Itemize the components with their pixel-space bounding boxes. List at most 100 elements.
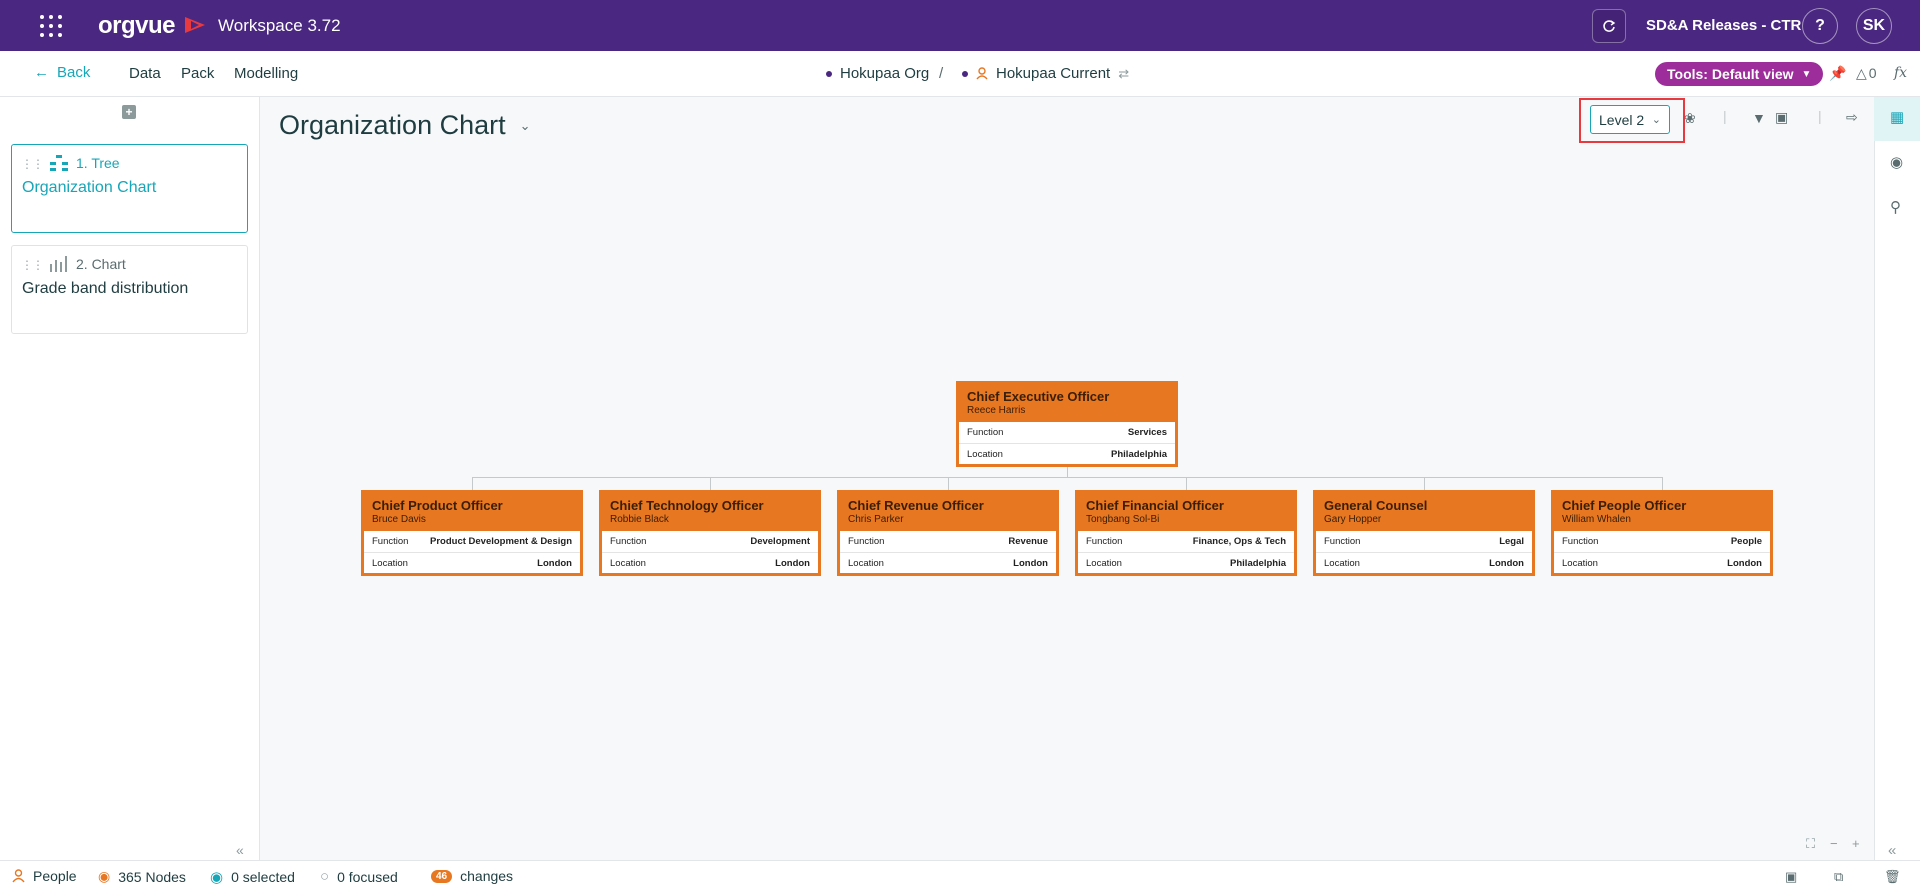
org-node-person: Gary Hopper: [1324, 514, 1382, 525]
person-icon: [976, 67, 988, 80]
location-label: Location: [610, 557, 646, 569]
nav-data[interactable]: Data: [129, 65, 161, 82]
breadcrumb-org[interactable]: Hokupaa Org: [826, 65, 929, 82]
chevron-down-icon: ▼: [1801, 68, 1812, 80]
sync-button[interactable]: [1592, 9, 1626, 43]
org-node-person: Bruce Davis: [372, 514, 426, 525]
dataset-dot-icon: [826, 70, 832, 77]
org-connector-line: [472, 477, 473, 490]
back-label: Back: [57, 64, 91, 81]
tools-view-label: Tools: Default view: [1667, 66, 1794, 82]
org-node-title: General Counsel: [1324, 498, 1428, 513]
swap-icon[interactable]: ⇄: [1118, 65, 1130, 81]
view-name: Grade band distribution: [22, 280, 189, 297]
add-view-button[interactable]: +: [122, 105, 136, 119]
toolbar-divider: |: [1818, 108, 1822, 124]
status-focused[interactable]: ○ 0 focused: [320, 868, 398, 885]
location-label: Location: [1324, 557, 1360, 569]
org-node-person: William Whalen: [1562, 514, 1631, 525]
tools-view-dropdown[interactable]: Tools: Default view ▼: [1655, 62, 1824, 86]
status-changes[interactable]: 46 changes: [431, 868, 513, 884]
changes-badge: 46: [431, 869, 453, 883]
app-launcher-icon[interactable]: [40, 15, 64, 37]
fit-screen-icon[interactable]: ⛶: [1806, 836, 1816, 851]
org-connector-line: [1186, 477, 1187, 490]
drag-handle-icon[interactable]: ⋮⋮: [21, 258, 44, 272]
focused-icon: ○: [320, 868, 330, 885]
nav-modelling[interactable]: Modelling: [234, 65, 299, 82]
zoom-out-button[interactable]: −: [1830, 836, 1838, 851]
view-card-chart[interactable]: ⋮⋮ 2. Chart Grade band distribution: [11, 245, 248, 334]
status-selected[interactable]: ◉ 0 selected: [210, 868, 295, 886]
location-label: Location: [848, 557, 884, 569]
status-nodes-label: 365 Nodes: [118, 868, 186, 885]
breadcrumb-current[interactable]: Hokupaa Current ⇄: [962, 65, 1129, 82]
search-icon[interactable]: ⚲: [1890, 199, 1901, 216]
function-value: People: [1730, 536, 1762, 547]
trash-icon[interactable]: 🗑: [1884, 869, 1901, 884]
function-label: Function: [372, 536, 409, 547]
status-bar: People ◉ 365 Nodes ◉ 0 selected ○ 0 focu…: [0, 860, 1920, 893]
page-title[interactable]: Organization Chart ⌄: [279, 110, 531, 141]
release-name[interactable]: SD&A Releases - CTR: [1646, 17, 1802, 34]
org-connector-line: [948, 477, 949, 490]
level-select[interactable]: Level 2 ⌄: [1590, 105, 1670, 134]
copy-icon[interactable]: ⧉: [1834, 869, 1844, 884]
location-label: Location: [1562, 557, 1598, 569]
nav-pack[interactable]: Pack: [181, 65, 215, 82]
brand-logo[interactable]: orgvue: [98, 12, 176, 39]
flask-icon: △: [1856, 65, 1867, 81]
drag-handle-icon[interactable]: ⋮⋮: [21, 157, 44, 171]
view-kind-label: 1. Tree: [76, 155, 120, 171]
user-avatar[interactable]: SK: [1856, 8, 1892, 44]
formula-icon[interactable]: fx: [1894, 65, 1908, 81]
export-icon[interactable]: ⇨: [1846, 109, 1858, 125]
collapse-sidebar-icon[interactable]: «: [236, 842, 244, 858]
function-label: Function: [1324, 536, 1361, 547]
dataset-dot-icon: [962, 70, 968, 77]
org-node-function-row: Function People: [1554, 531, 1770, 552]
chart-panel-icon[interactable]: ▦: [1890, 109, 1905, 126]
help-button[interactable]: ?: [1802, 8, 1838, 44]
function-label: Function: [1562, 536, 1599, 547]
view-kind: 2. Chart: [50, 256, 126, 272]
network-icon[interactable]: ❀: [1684, 110, 1696, 126]
zoom-in-button[interactable]: +: [1852, 836, 1860, 851]
layers-icon[interactable]: ▣: [1775, 109, 1789, 125]
status-people-label: People: [33, 868, 77, 884]
top-bar: orgvue Workspace 3.72 SD&A Releases - CT…: [0, 0, 1920, 51]
filter-icon[interactable]: ▼: [1752, 110, 1766, 126]
circle-panel-icon[interactable]: ◉: [1890, 154, 1904, 171]
view-name: Organization Chart: [22, 179, 157, 196]
location-value: London: [775, 557, 810, 569]
pin-icon[interactable]: 📌: [1829, 65, 1847, 81]
org-connector-line: [472, 477, 1662, 478]
collapse-right-icon[interactable]: «: [1888, 842, 1897, 859]
add-node-icon[interactable]: ▣: [1785, 869, 1798, 884]
view-card-tree[interactable]: ⋮⋮ 1. Tree Organization Chart: [11, 144, 248, 233]
function-value: Product Development & Design: [430, 536, 572, 547]
back-button[interactable]: ← Back: [34, 64, 90, 81]
status-people[interactable]: People: [12, 868, 77, 884]
flask-counter[interactable]: △ 0: [1856, 65, 1877, 82]
